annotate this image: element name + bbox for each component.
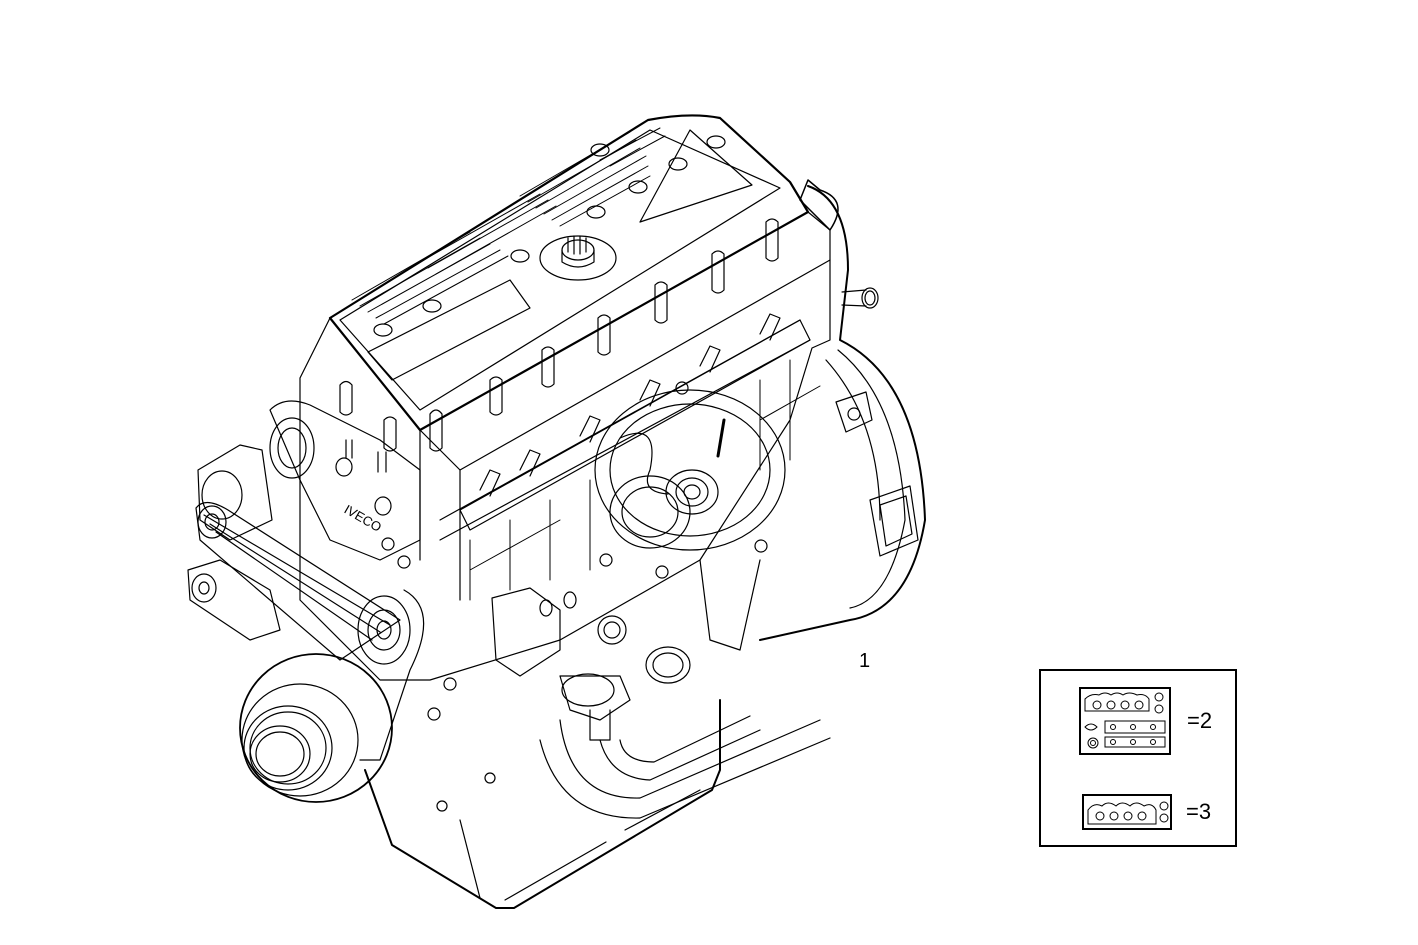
block-grid xyxy=(469,359,821,601)
misc-bolts xyxy=(381,381,768,812)
injector-pipes xyxy=(339,218,779,452)
legend-item-full-gasket-kit: =2 xyxy=(1079,687,1212,755)
cover-fins xyxy=(351,127,666,325)
iveco-brand-mark: IVECO xyxy=(342,502,385,535)
coolant-pipes xyxy=(539,646,831,819)
water-outlet xyxy=(841,287,879,309)
oil-pan xyxy=(364,699,721,909)
flywheel-housing xyxy=(759,179,926,641)
thermostat-housing: IVECO xyxy=(269,400,421,561)
turbocharger xyxy=(594,389,786,651)
cover-bolts xyxy=(373,135,726,337)
legend-label-3: =3 xyxy=(1186,799,1212,824)
engine-block xyxy=(299,211,831,681)
belt-drive xyxy=(187,444,425,761)
gasket-kit-legend: =2 =3 xyxy=(1039,669,1237,847)
valve-cover xyxy=(328,114,810,432)
gasket-kit-head-icon xyxy=(1082,794,1172,830)
legend-item-head-gasket-kit: =3 xyxy=(1082,794,1211,830)
gasket-kit-full-icon xyxy=(1079,687,1171,755)
crankshaft-pulley xyxy=(239,653,393,803)
part-callout-1: 1 xyxy=(859,650,871,672)
oil-filler-cap xyxy=(539,235,617,281)
intake-rail xyxy=(459,313,821,601)
legend-label-2: =2 xyxy=(1187,708,1213,733)
fuel-components xyxy=(491,587,631,741)
